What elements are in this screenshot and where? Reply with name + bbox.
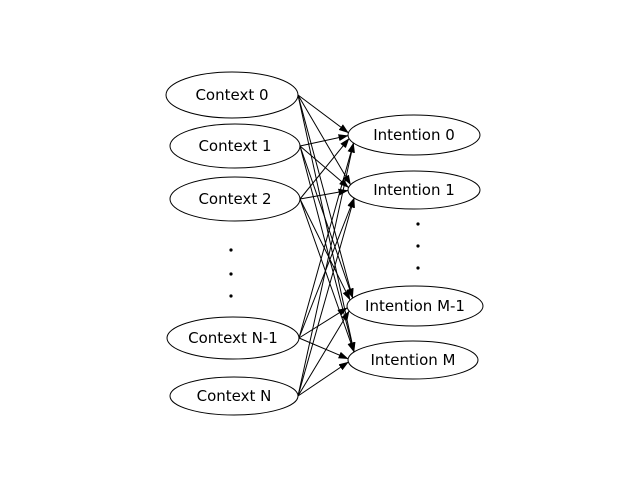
edge-context-2-to-intention-m xyxy=(299,198,355,353)
node-label-intention-0: Intention 0 xyxy=(373,126,455,144)
edge-context-n-to-intention-m xyxy=(297,361,349,397)
node-label-intention-1: Intention 1 xyxy=(373,181,455,199)
node-ellipse-intention-m-1 xyxy=(346,285,484,327)
node-intention-1: Intention 1 xyxy=(347,170,481,210)
node-label-context-1: Context 1 xyxy=(198,137,271,155)
edge-context-0-to-intention-m-1 xyxy=(297,94,354,299)
node-intention-m-1: Intention M-1 xyxy=(346,285,484,327)
node-ellipse-context-n-1 xyxy=(166,316,300,360)
node-context-1: Context 1 xyxy=(169,123,301,169)
node-label-intention-m: Intention M xyxy=(371,351,456,369)
node-intention-0: Intention 0 xyxy=(347,114,481,156)
ellipsis-dot-right xyxy=(416,266,420,270)
edges-layer xyxy=(297,94,356,397)
node-ellipse-intention-0 xyxy=(347,114,481,156)
edge-context-1-to-intention-m-1 xyxy=(299,145,354,299)
ellipsis-dot-left xyxy=(229,248,233,252)
edge-context-n-to-intention-0 xyxy=(297,142,355,397)
edge-context-n-1-to-intention-m xyxy=(298,337,349,360)
edge-context-1-to-intention-1 xyxy=(299,145,349,188)
edge-context-2-to-intention-0 xyxy=(299,138,350,200)
edge-context-1-to-intention-0 xyxy=(299,134,349,147)
edge-context-n-to-intention-1 xyxy=(297,197,355,397)
node-label-context-n-1: Context N-1 xyxy=(188,329,278,347)
node-ellipse-context-1 xyxy=(169,123,301,169)
ellipsis-dot-left xyxy=(229,294,233,298)
node-ellipse-context-0 xyxy=(165,71,299,119)
edge-context-n-to-intention-m-1 xyxy=(297,310,350,397)
node-context-n: Context N xyxy=(169,376,299,416)
edge-context-0-to-intention-1 xyxy=(297,94,352,186)
edge-context-n-1-to-intention-0 xyxy=(298,142,355,339)
nodes-layer: Context 0 Context 1 Context 2 Context N-1Co… xyxy=(165,71,484,416)
node-context-n-1: Context N-1 xyxy=(166,316,300,360)
ellipsis-layer xyxy=(229,222,420,298)
node-label-context-0: Context 0 xyxy=(195,86,268,104)
node-ellipse-context-2 xyxy=(169,176,301,222)
node-label-context-n: Context N xyxy=(197,387,272,405)
ellipsis-dot-right xyxy=(416,222,420,226)
node-ellipse-intention-1 xyxy=(347,170,481,210)
node-intention-m: Intention M xyxy=(347,340,479,380)
edge-context-0-to-intention-m xyxy=(297,94,356,353)
node-ellipse-context-n xyxy=(169,376,299,416)
node-context-2: Context 2 xyxy=(169,176,301,222)
node-context-0: Context 0 xyxy=(165,71,299,119)
edge-context-2-to-intention-m-1 xyxy=(299,198,351,301)
node-label-intention-m-1: Intention M-1 xyxy=(365,297,465,315)
edge-context-n-1-to-intention-m-1 xyxy=(298,307,348,339)
node-label-context-2: Context 2 xyxy=(198,190,271,208)
ellipsis-dot-left xyxy=(229,272,233,276)
node-ellipse-intention-m xyxy=(347,340,479,380)
edge-context-0-to-intention-0 xyxy=(297,94,349,134)
ellipsis-dot-right xyxy=(416,244,420,248)
